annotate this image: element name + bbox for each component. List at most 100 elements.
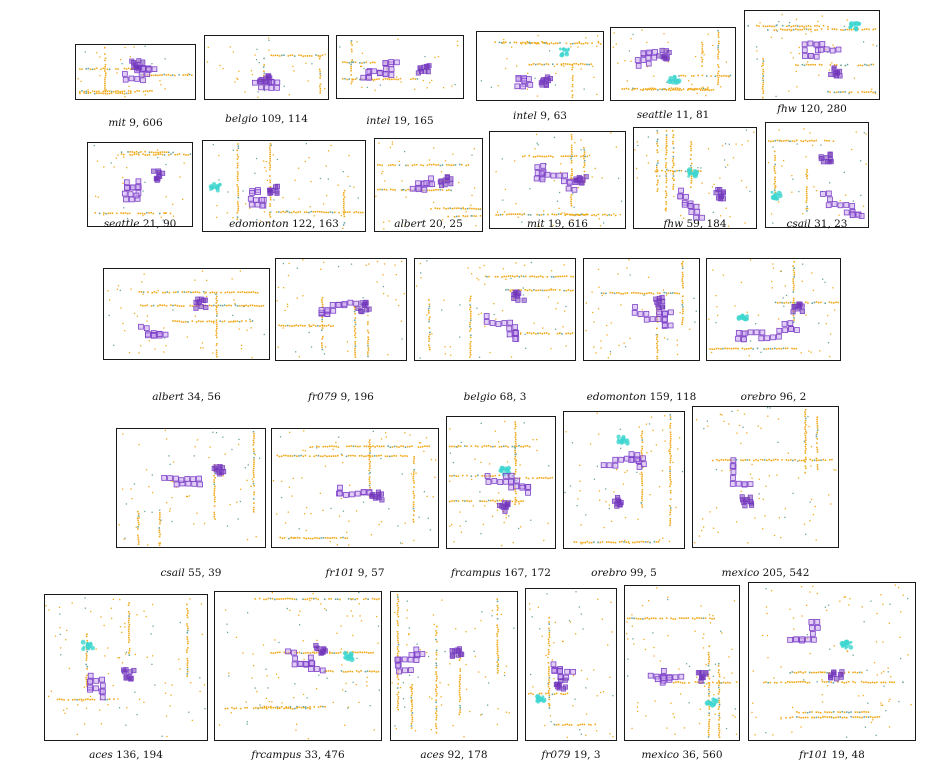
scan-point — [403, 293, 405, 295]
scan-point — [593, 669, 595, 671]
scan-point — [275, 673, 278, 675]
scan-point — [133, 46, 135, 48]
dataset-name: aces — [89, 749, 113, 761]
pose-node — [354, 490, 361, 497]
laser-point — [648, 88, 651, 90]
laser-point — [221, 320, 224, 323]
scan-point — [414, 88, 416, 90]
scan-point — [680, 214, 682, 217]
laser-point — [186, 631, 189, 634]
pose-node — [735, 480, 742, 487]
scan-point — [165, 163, 167, 166]
scan-point — [124, 622, 126, 625]
laser-point — [435, 705, 438, 708]
laser-point — [762, 77, 764, 79]
cluster-node — [217, 471, 223, 477]
scan-point — [642, 466, 644, 468]
laser-point — [262, 304, 265, 307]
laser-point — [479, 215, 482, 217]
scan-point — [117, 657, 119, 659]
laser-point — [236, 320, 239, 323]
laser-point — [221, 304, 224, 307]
scan-point — [553, 677, 555, 680]
pose-node — [635, 63, 642, 69]
laser-point — [665, 140, 668, 143]
laser-point — [354, 317, 357, 319]
panel-numbers: 122, 163 — [292, 218, 339, 230]
scan-point — [376, 260, 379, 263]
laser-point — [793, 276, 795, 278]
laser-point — [327, 324, 330, 326]
laser-point — [651, 87, 653, 90]
laser-point — [186, 660, 189, 662]
scan-point — [571, 219, 573, 222]
scan-point — [89, 695, 92, 698]
laser-point — [137, 526, 139, 528]
laser-point — [653, 87, 656, 90]
scan-point — [724, 143, 727, 145]
laser-point — [785, 459, 788, 461]
laser-point — [254, 291, 257, 294]
cluster-node — [258, 76, 264, 82]
scan-point — [781, 13, 783, 16]
scan-point — [77, 704, 79, 706]
laser-point — [814, 29, 816, 31]
laser-point — [411, 445, 413, 447]
laser-point — [254, 305, 256, 307]
laser-point — [367, 342, 369, 345]
laser-point — [337, 652, 340, 654]
laser-point — [718, 74, 721, 77]
scan-point — [480, 312, 483, 314]
laser-point — [287, 707, 290, 709]
laser-point — [496, 661, 499, 663]
scan-point — [666, 294, 668, 296]
scan-point — [798, 190, 800, 193]
scan-point — [410, 700, 412, 702]
laser-point — [435, 649, 438, 652]
laser-point — [269, 166, 271, 169]
scan-point — [66, 707, 68, 710]
laser-point — [681, 265, 684, 267]
scan-point — [395, 299, 397, 301]
scan-point — [160, 216, 162, 218]
scan-point — [218, 179, 220, 181]
laser-point — [328, 598, 330, 600]
scan-point — [497, 85, 499, 87]
scan-point — [503, 211, 506, 213]
laser-point — [367, 355, 369, 358]
laser-point — [631, 541, 634, 544]
scan-point — [296, 723, 298, 726]
pose-node — [489, 320, 496, 326]
laser-point — [128, 654, 131, 656]
laser-point — [570, 275, 572, 278]
scan-point — [749, 473, 752, 475]
panel-numbers: 99, 5 — [630, 567, 657, 579]
laser-point — [458, 215, 460, 218]
laser-point — [455, 499, 458, 502]
scan-point — [871, 88, 873, 90]
laser-point — [104, 87, 106, 89]
laser-point — [656, 149, 658, 151]
laser-point — [124, 212, 127, 214]
scan-point — [664, 415, 666, 417]
laser-point — [827, 28, 829, 30]
scan-point — [498, 492, 500, 494]
laser-point — [470, 445, 473, 447]
laser-point — [280, 598, 283, 600]
scan-point — [122, 182, 124, 184]
laser-point — [573, 214, 576, 217]
laser-point — [729, 74, 732, 77]
scan-point — [855, 131, 857, 133]
scan-point — [117, 154, 119, 156]
laser-point — [426, 445, 428, 448]
scan-map — [77, 45, 193, 98]
laser-point — [669, 511, 672, 514]
scan-point — [126, 217, 129, 220]
laser-point — [104, 76, 107, 79]
laser-point — [804, 426, 806, 428]
laser-point — [681, 319, 684, 321]
laser-point — [774, 159, 776, 161]
scan-point — [347, 706, 350, 708]
scan-point — [527, 72, 529, 74]
scan-point — [832, 44, 834, 46]
